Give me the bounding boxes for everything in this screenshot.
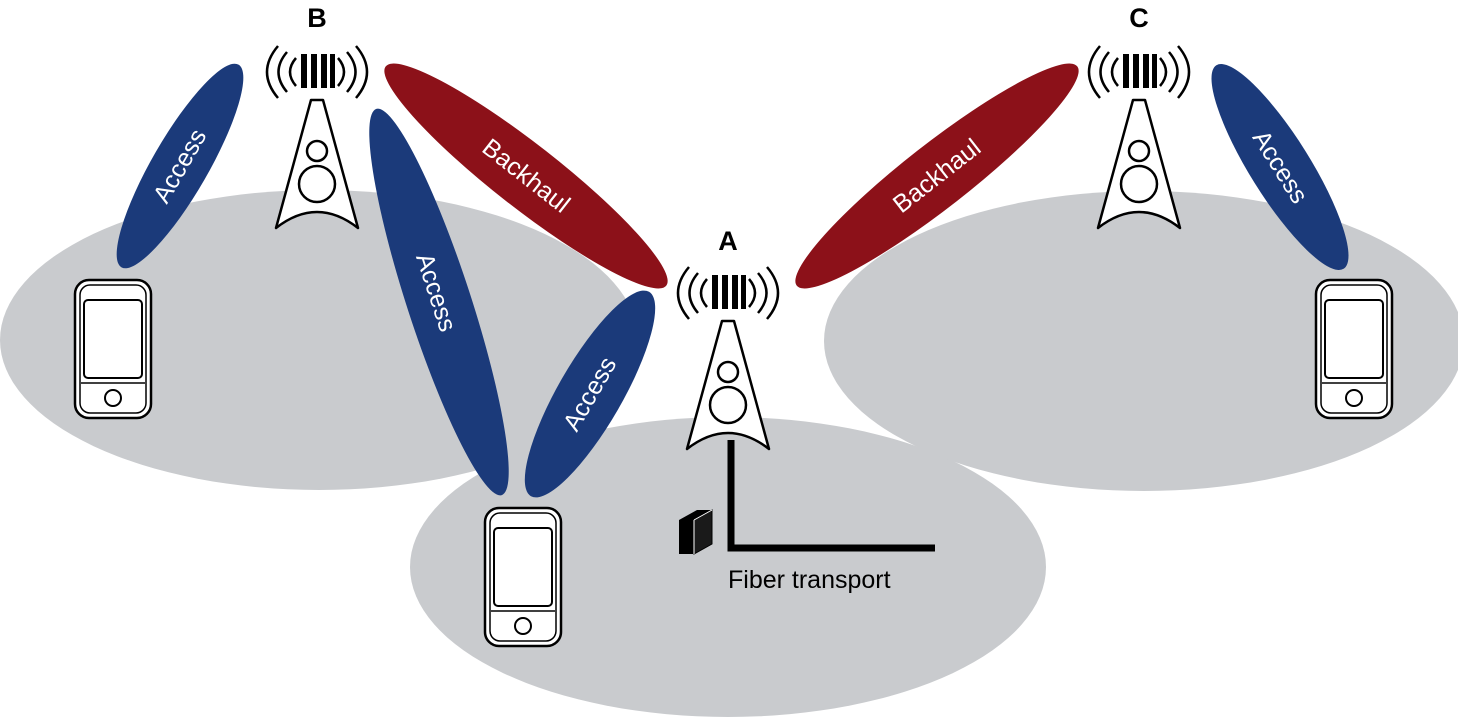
smartphone-icon: [1314, 278, 1394, 420]
node-label-b: B: [307, 3, 327, 33]
fiber-transport-label: Fiber transport: [728, 566, 891, 594]
coverage-area-c: [824, 191, 1458, 491]
node-label-c: C: [1129, 3, 1149, 33]
access-link-b-center: Access: [369, 108, 509, 496]
fiber-transport-line: [727, 440, 935, 552]
smartphone-icon: [483, 506, 563, 648]
node-label-a: A: [718, 226, 738, 256]
smartphone-icon: [73, 278, 153, 420]
coverage-area-a: [410, 417, 1046, 717]
server-box-icon: [679, 509, 713, 555]
